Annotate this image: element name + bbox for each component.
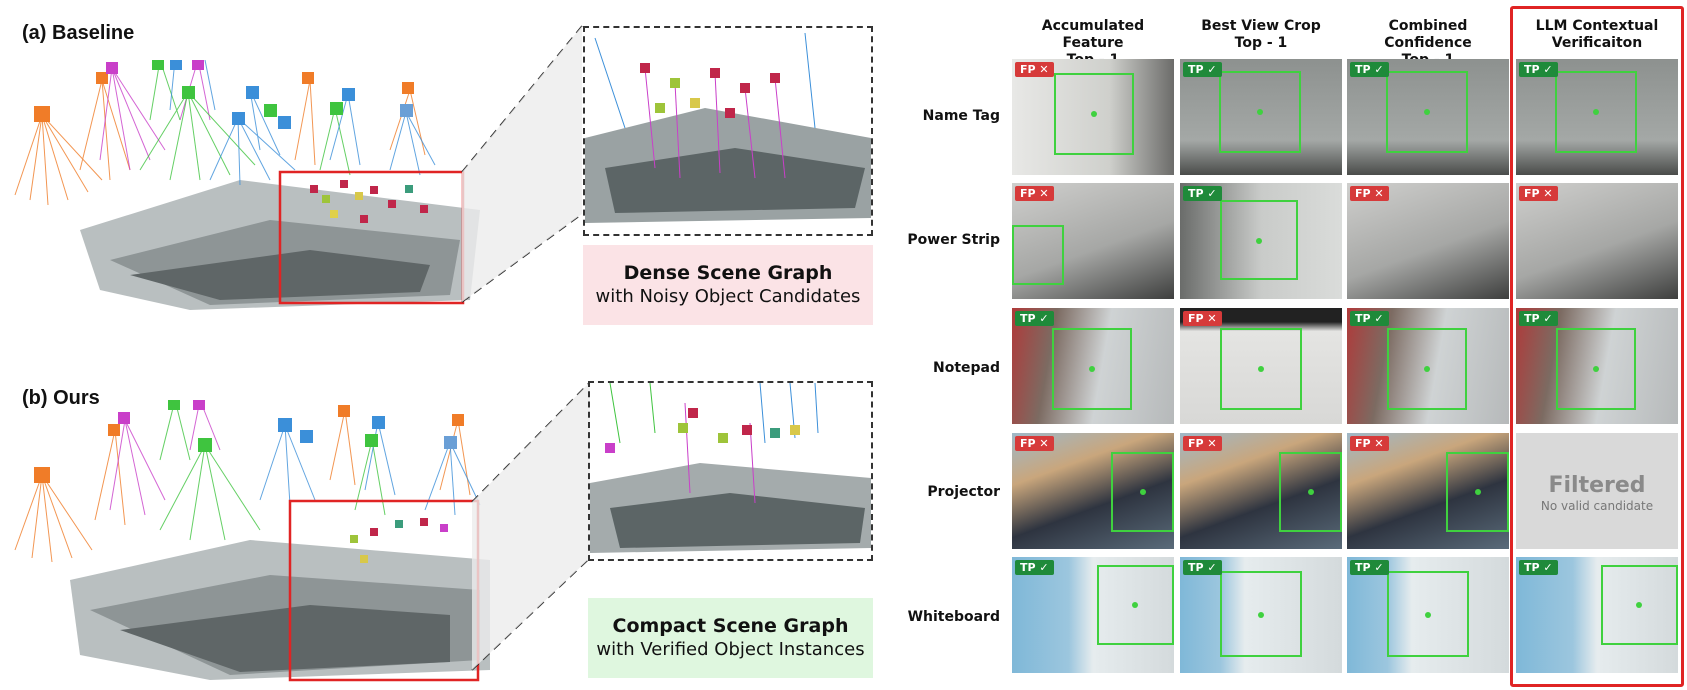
cell-whiteboard-best-view: TP ✓ bbox=[1180, 557, 1342, 673]
badge: TP ✓ bbox=[1350, 62, 1389, 77]
badge: FP ✕ bbox=[1183, 436, 1222, 451]
cell-power-strip-accumulated: FP ✕ bbox=[1012, 183, 1174, 299]
baseline-caption-sub: with Noisy Object Candidates bbox=[595, 286, 861, 307]
col-head-best-view: Best View Crop Top - 1 bbox=[1180, 18, 1342, 52]
badge: FP ✕ bbox=[1015, 62, 1054, 77]
col-head-accumulated-line1: Accumulated Feature bbox=[1041, 18, 1145, 51]
cell-projector-llm-filtered: Filtered No valid candidate bbox=[1516, 433, 1678, 549]
baseline-zoom-frame bbox=[583, 26, 873, 236]
row-label-power-strip: Power Strip bbox=[907, 232, 1000, 248]
col-head-accumulated: Accumulated Feature Top - 1 bbox=[1012, 18, 1174, 69]
panel-a-label: (a) Baseline bbox=[22, 22, 135, 44]
cell-whiteboard-llm: TP ✓ bbox=[1516, 557, 1678, 673]
badge: FP ✕ bbox=[1350, 436, 1389, 451]
col-head-llm-line2: Verificaiton bbox=[1551, 35, 1643, 51]
ours-zoom-frame bbox=[588, 381, 873, 561]
badge: FP ✕ bbox=[1183, 311, 1222, 326]
ours-caption: Compact Scene Graph with Verified Object… bbox=[588, 598, 873, 678]
baseline-caption-title: Dense Scene Graph bbox=[623, 262, 833, 284]
cell-notepad-accumulated: TP ✓ bbox=[1012, 308, 1174, 424]
cell-power-strip-best-view: TP ✓ bbox=[1180, 183, 1342, 299]
badge: FP ✕ bbox=[1519, 186, 1558, 201]
cell-notepad-combined: TP ✓ bbox=[1347, 308, 1509, 424]
ours-scene-graph bbox=[14, 400, 490, 682]
cell-whiteboard-combined: TP ✓ bbox=[1347, 557, 1509, 673]
row-label-notepad: Notepad bbox=[932, 360, 1000, 376]
badge: FP ✕ bbox=[1350, 186, 1389, 201]
filtered-title: Filtered bbox=[1548, 473, 1646, 498]
llm-column-highlight bbox=[1510, 6, 1684, 687]
baseline-caption: Dense Scene Graph with Noisy Object Cand… bbox=[583, 245, 873, 325]
cell-projector-combined: FP ✕ bbox=[1347, 433, 1509, 549]
ours-caption-title: Compact Scene Graph bbox=[612, 615, 849, 637]
badge: FP ✕ bbox=[1015, 436, 1054, 451]
cell-whiteboard-accumulated: TP ✓ bbox=[1012, 557, 1174, 673]
cell-name-tag-best-view: TP ✓ bbox=[1180, 59, 1342, 175]
cell-projector-best-view: FP ✕ bbox=[1180, 433, 1342, 549]
badge: TP ✓ bbox=[1519, 62, 1558, 77]
panel-b-label: (b) Ours bbox=[22, 387, 100, 409]
row-label-name-tag: Name Tag bbox=[922, 108, 1000, 124]
cell-notepad-best-view: FP ✕ bbox=[1180, 308, 1342, 424]
filtered-subtitle: No valid candidate bbox=[1540, 499, 1654, 513]
cell-power-strip-combined: FP ✕ bbox=[1347, 183, 1509, 299]
cell-name-tag-accumulated: FP ✕ bbox=[1012, 59, 1174, 175]
badge: TP ✓ bbox=[1183, 186, 1222, 201]
badge: FP ✕ bbox=[1015, 186, 1054, 201]
badge: TP ✓ bbox=[1350, 560, 1389, 575]
cell-name-tag-llm: TP ✓ bbox=[1516, 59, 1678, 175]
baseline-scene-graph bbox=[14, 60, 480, 310]
badge: TP ✓ bbox=[1519, 560, 1558, 575]
badge: TP ✓ bbox=[1350, 311, 1389, 326]
cell-notepad-llm: TP ✓ bbox=[1516, 308, 1678, 424]
col-head-best-view-line1: Best View Crop bbox=[1201, 18, 1321, 34]
ours-zoom-connector bbox=[471, 381, 591, 671]
cell-name-tag-combined: TP ✓ bbox=[1347, 59, 1509, 175]
cell-projector-accumulated: FP ✕ bbox=[1012, 433, 1174, 549]
ours-caption-sub: with Verified Object Instances bbox=[596, 639, 865, 660]
baseline-zoom-image bbox=[585, 32, 871, 223]
col-head-llm-line1: LLM Contextual bbox=[1535, 18, 1659, 34]
badge: TP ✓ bbox=[1183, 62, 1222, 77]
baseline-zoom-connector bbox=[461, 25, 583, 303]
badge: TP ✓ bbox=[1519, 311, 1558, 326]
badge: TP ✓ bbox=[1183, 560, 1222, 575]
cell-power-strip-llm: FP ✕ bbox=[1516, 183, 1678, 299]
badge: TP ✓ bbox=[1015, 311, 1054, 326]
col-head-best-view-line2: Top - 1 bbox=[1234, 35, 1288, 51]
row-label-projector: Projector bbox=[927, 484, 1000, 500]
col-head-combined-line1: Combined Confidence bbox=[1384, 18, 1472, 51]
col-head-llm: LLM Contextual Verificaiton bbox=[1516, 18, 1678, 52]
row-label-whiteboard: Whiteboard bbox=[907, 609, 1000, 625]
badge: TP ✓ bbox=[1015, 560, 1054, 575]
ours-zoom-image bbox=[590, 382, 871, 553]
